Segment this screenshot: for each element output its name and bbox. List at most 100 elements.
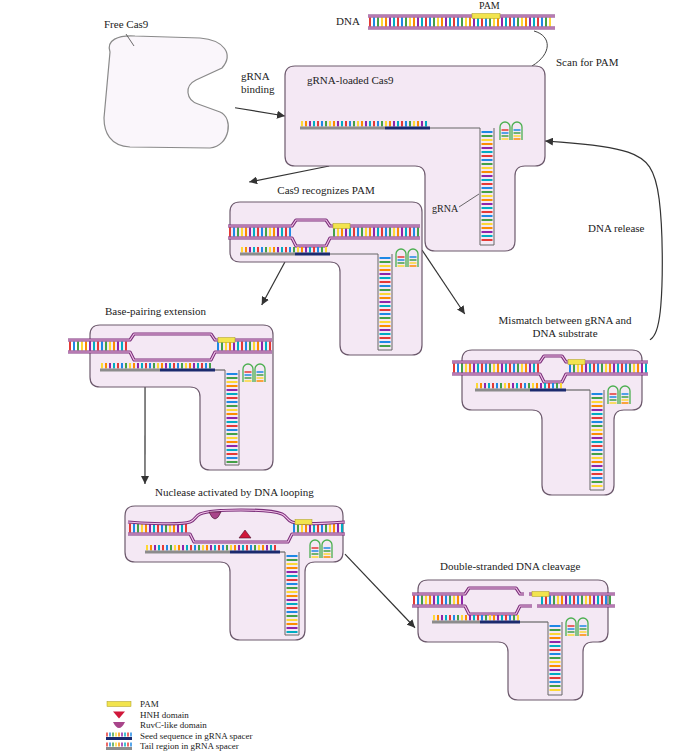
base-pair: [573, 364, 575, 373]
stem-base: [592, 457, 603, 459]
rna-base: [488, 383, 490, 389]
swatch-base: [112, 732, 114, 736]
cas9-protein: [418, 580, 608, 700]
spacer-tail: [100, 369, 160, 372]
hairpin-base: [324, 547, 331, 549]
stem-base: [482, 223, 493, 225]
base-pair: [453, 596, 455, 605]
rna-base: [129, 363, 131, 369]
rna-base: [265, 247, 267, 253]
base-pair: [389, 228, 391, 237]
rna-base: [121, 363, 123, 369]
rna-base: [349, 121, 351, 127]
dna-duplex: [128, 510, 345, 542]
base-pair: [277, 228, 279, 237]
base-pair: [145, 524, 147, 533]
stem-base: [550, 653, 561, 655]
base-pair: [525, 364, 527, 373]
hairpin-base: [580, 634, 587, 636]
hairpin-base: [568, 625, 575, 627]
stem-base: [287, 619, 298, 621]
hairpin-base: [622, 399, 629, 401]
grna-hairpins: [566, 618, 588, 636]
spacer-seed: [385, 127, 430, 130]
rna-base: [137, 363, 139, 369]
stem-base: [227, 425, 238, 427]
rna-base: [254, 545, 256, 551]
base-pair: [265, 228, 267, 237]
spacer-tail: [475, 389, 530, 392]
step-arrow: [422, 250, 465, 314]
stem-base: [380, 297, 391, 299]
base-pair: [237, 228, 239, 237]
stem-base: [227, 405, 238, 407]
grna-stem: [378, 254, 392, 350]
rna-base: [173, 363, 175, 369]
base-pair: [413, 228, 415, 237]
base-pair: [461, 18, 463, 27]
state-heading: Base-pairing extension: [105, 305, 206, 318]
rna-base: [361, 121, 363, 127]
stem-base: [482, 159, 493, 161]
grna-linker: [280, 551, 285, 552]
grna-spacer: [475, 383, 590, 390]
base-pair: [405, 18, 407, 27]
hairpin-base: [502, 132, 509, 134]
step-arrow: [262, 262, 285, 305]
rna-base: [509, 615, 511, 621]
stem-base: [550, 673, 561, 675]
rna-base: [166, 545, 168, 551]
rna-base: [190, 545, 192, 551]
stem-base: [550, 685, 561, 687]
edge-label-holder: gRNA binding: [241, 70, 285, 96]
dna-strand: [68, 352, 272, 360]
label-holder: Scan for PAM: [556, 56, 619, 68]
base-pair: [105, 342, 107, 351]
stem-base: [482, 163, 493, 165]
stem-base: [592, 481, 603, 483]
stem-base: [380, 309, 391, 311]
spacer-seed: [160, 369, 215, 372]
stem-base: [592, 437, 603, 439]
rna-base: [170, 545, 172, 551]
cas9-illustration: [68, 325, 273, 470]
grna-linker: [215, 369, 225, 370]
grna-hairpins: [243, 364, 265, 382]
base-pair: [413, 596, 415, 605]
base-pair: [473, 18, 475, 27]
stem-base: [550, 641, 561, 643]
part-label: DNA: [336, 15, 360, 27]
base-pair: [445, 596, 447, 605]
rna-base: [409, 121, 411, 127]
base-pair: [457, 596, 459, 605]
hairpin-base: [245, 371, 252, 373]
rna-base: [285, 247, 287, 253]
swatch-base: [124, 743, 126, 747]
rna-base: [117, 363, 119, 369]
stem-base: [227, 417, 238, 419]
base-pair: [217, 342, 219, 351]
base-pair: [549, 18, 551, 27]
dna-strand: [412, 606, 615, 614]
cas9-state: Double-stranded DNA cleavage: [415, 558, 610, 642]
base-pair: [393, 18, 395, 27]
stem-base: [592, 477, 603, 479]
rna-base: [182, 545, 184, 551]
base-pair: [325, 524, 327, 533]
base-pair: [233, 228, 235, 237]
leader-line: [459, 194, 479, 207]
rna-base: [230, 545, 232, 551]
base-pair: [545, 18, 547, 27]
hairpin-base: [610, 402, 617, 404]
dna-strand: [452, 356, 648, 362]
rna-base: [177, 363, 179, 369]
dna-duplex: [68, 334, 272, 360]
cas9-protein: [104, 36, 228, 148]
rna-base: [501, 615, 503, 621]
rna-base: [381, 121, 383, 127]
rna-base: [465, 615, 467, 621]
dna-strand-core: [368, 15, 555, 16]
grna-stem: [225, 370, 239, 465]
rna-base: [245, 247, 247, 253]
base-pair: [569, 596, 571, 605]
